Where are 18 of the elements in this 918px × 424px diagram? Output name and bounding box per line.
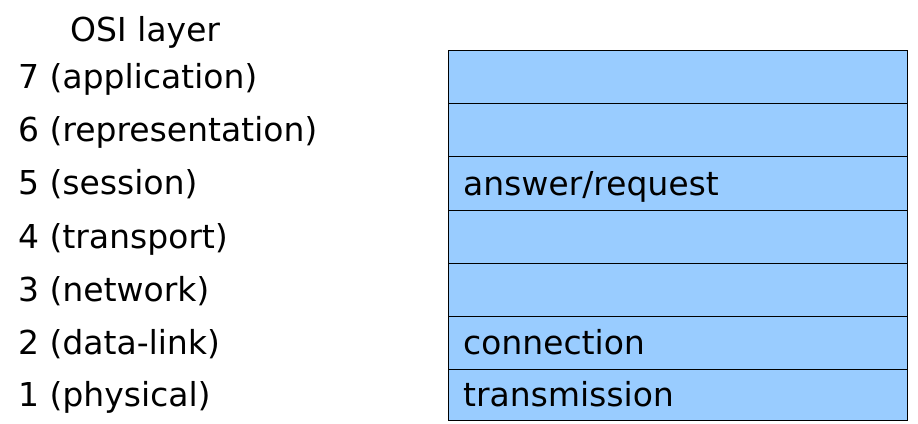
layer-bar (448, 210, 908, 264)
function-label: connection (463, 323, 645, 363)
layer-bar (448, 263, 908, 317)
function-label: transmission (463, 375, 674, 415)
layer-name: 6 (representation) (18, 110, 318, 150)
layer-bar (448, 369, 908, 421)
layer-name: 2 (data-link) (18, 322, 220, 362)
layer-name: 5 (session) (18, 163, 198, 203)
layer-bar (448, 50, 908, 104)
layer-name: 4 (transport) (18, 216, 228, 256)
layer-name: 1 (physical) (18, 374, 211, 414)
layer-name: 7 (application) (18, 56, 258, 96)
layer-name: 3 (network) (18, 270, 210, 310)
column-header: OSI layer (70, 10, 220, 50)
layer-bar (448, 156, 908, 211)
layer-bar (448, 103, 908, 157)
layer-bar (448, 316, 908, 370)
function-label: answer/request (463, 164, 719, 204)
